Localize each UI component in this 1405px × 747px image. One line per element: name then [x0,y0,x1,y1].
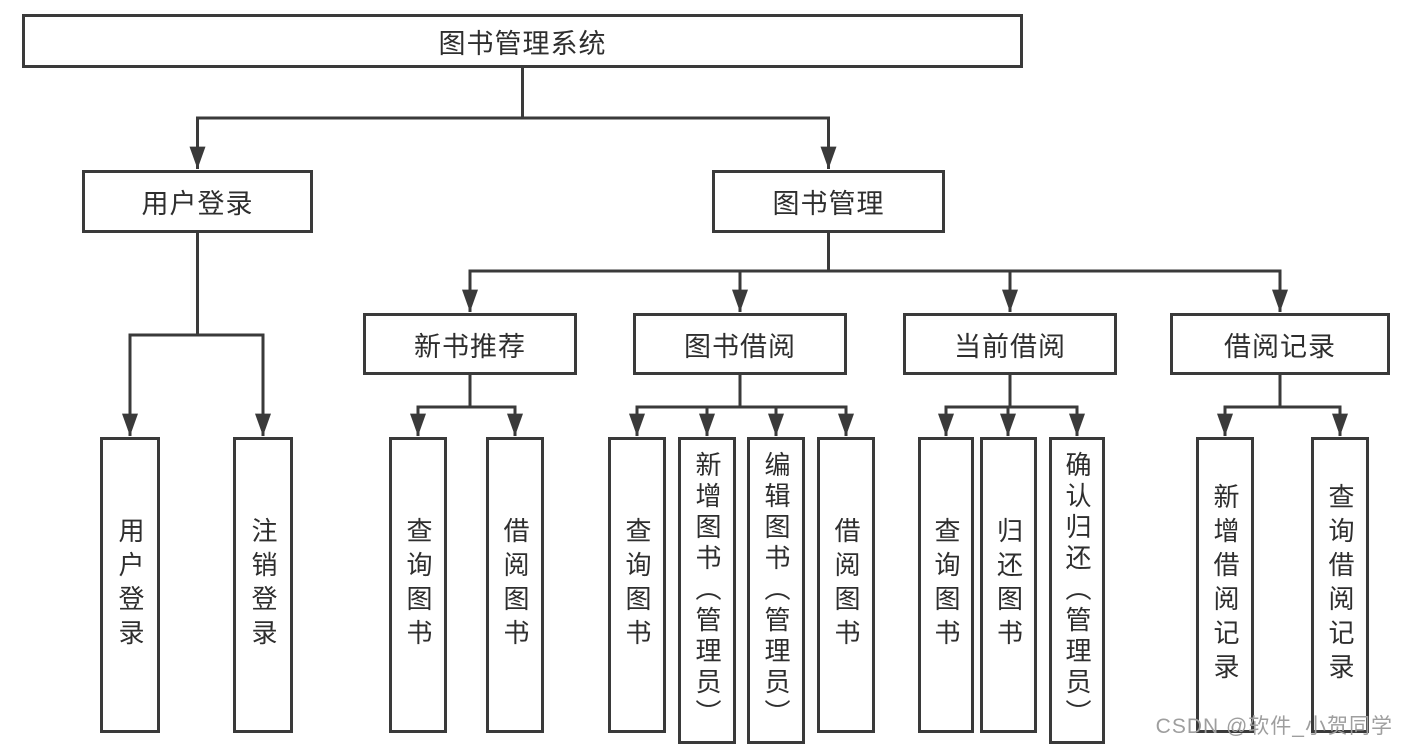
leaf-borrow-query-label: 查询图书 [622,517,652,653]
leaf-user-login: 用户登录 [100,437,160,733]
node-new-book-recommend-label: 新书推荐 [414,331,526,362]
leaf-borrow-book-label: 借阅图书 [831,517,861,653]
connector-currentborrow-to-leaves [938,373,1085,436]
node-book-management: 图书管理 [712,170,945,233]
csdn-watermark: CSDN @软件_小贺同学 [1155,715,1393,738]
node-current-borrow: 当前借阅 [903,313,1117,375]
node-borrow-records-label: 借阅记录 [1224,331,1336,362]
leaf-user-login-label: 用户登录 [115,517,145,653]
node-new-book-recommend: 新书推荐 [363,313,577,375]
node-book-borrow-label: 图书借阅 [684,331,796,362]
connector-bookmgmt-to-level3 [462,231,1288,312]
leaf-borrow-edit-admin-label: 编辑图书（管理员） [761,451,791,730]
leaf-current-confirm-admin: 确认归还（管理员） [1049,437,1105,744]
connector-borrowrecords-to-leaves [1217,373,1348,436]
leaf-newbooks-query-label: 查询图书 [403,517,433,653]
leaf-borrow-add-admin-label: 新增图书（管理员） [692,451,722,730]
leaf-records-add: 新增借阅记录 [1196,437,1254,733]
leaf-borrow-edit-admin: 编辑图书（管理员） [747,437,805,744]
leaf-borrow-add-admin: 新增图书（管理员） [678,437,736,744]
connector-root-to-level2 [189,66,837,170]
node-root: 图书管理系统 [22,14,1023,68]
leaf-current-query: 查询图书 [918,437,974,733]
node-book-borrow: 图书借阅 [633,313,847,375]
leaf-logout-label: 注销登录 [248,517,278,653]
leaf-newbooks-borrow: 借阅图书 [486,437,544,733]
connector-userlogin-to-leaves [122,231,271,436]
node-root-label: 图书管理系统 [438,28,607,59]
node-current-borrow-label: 当前借阅 [954,331,1066,362]
leaf-current-query-label: 查询图书 [931,517,961,653]
connector-newbooks-to-leaves [410,373,523,436]
leaf-current-confirm-admin-label: 确认归还（管理员） [1062,451,1092,730]
leaf-logout: 注销登录 [233,437,293,733]
node-user-login: 用户登录 [82,170,313,233]
leaf-current-return: 归还图书 [980,437,1037,733]
leaf-newbooks-query: 查询图书 [389,437,447,733]
node-book-management-label: 图书管理 [772,189,885,219]
node-borrow-records: 借阅记录 [1170,313,1390,375]
leaf-records-query-label: 查询借阅记录 [1325,483,1355,687]
leaf-borrow-book: 借阅图书 [817,437,875,733]
connector-bookborrow-to-leaves [629,373,854,436]
leaf-newbooks-borrow-label: 借阅图书 [500,517,530,653]
leaf-records-query: 查询借阅记录 [1311,437,1369,733]
leaf-current-return-label: 归还图书 [993,517,1024,653]
leaf-borrow-query: 查询图书 [608,437,666,733]
leaf-records-add-label: 新增借阅记录 [1210,483,1240,687]
node-user-login-label: 用户登录 [141,189,254,219]
